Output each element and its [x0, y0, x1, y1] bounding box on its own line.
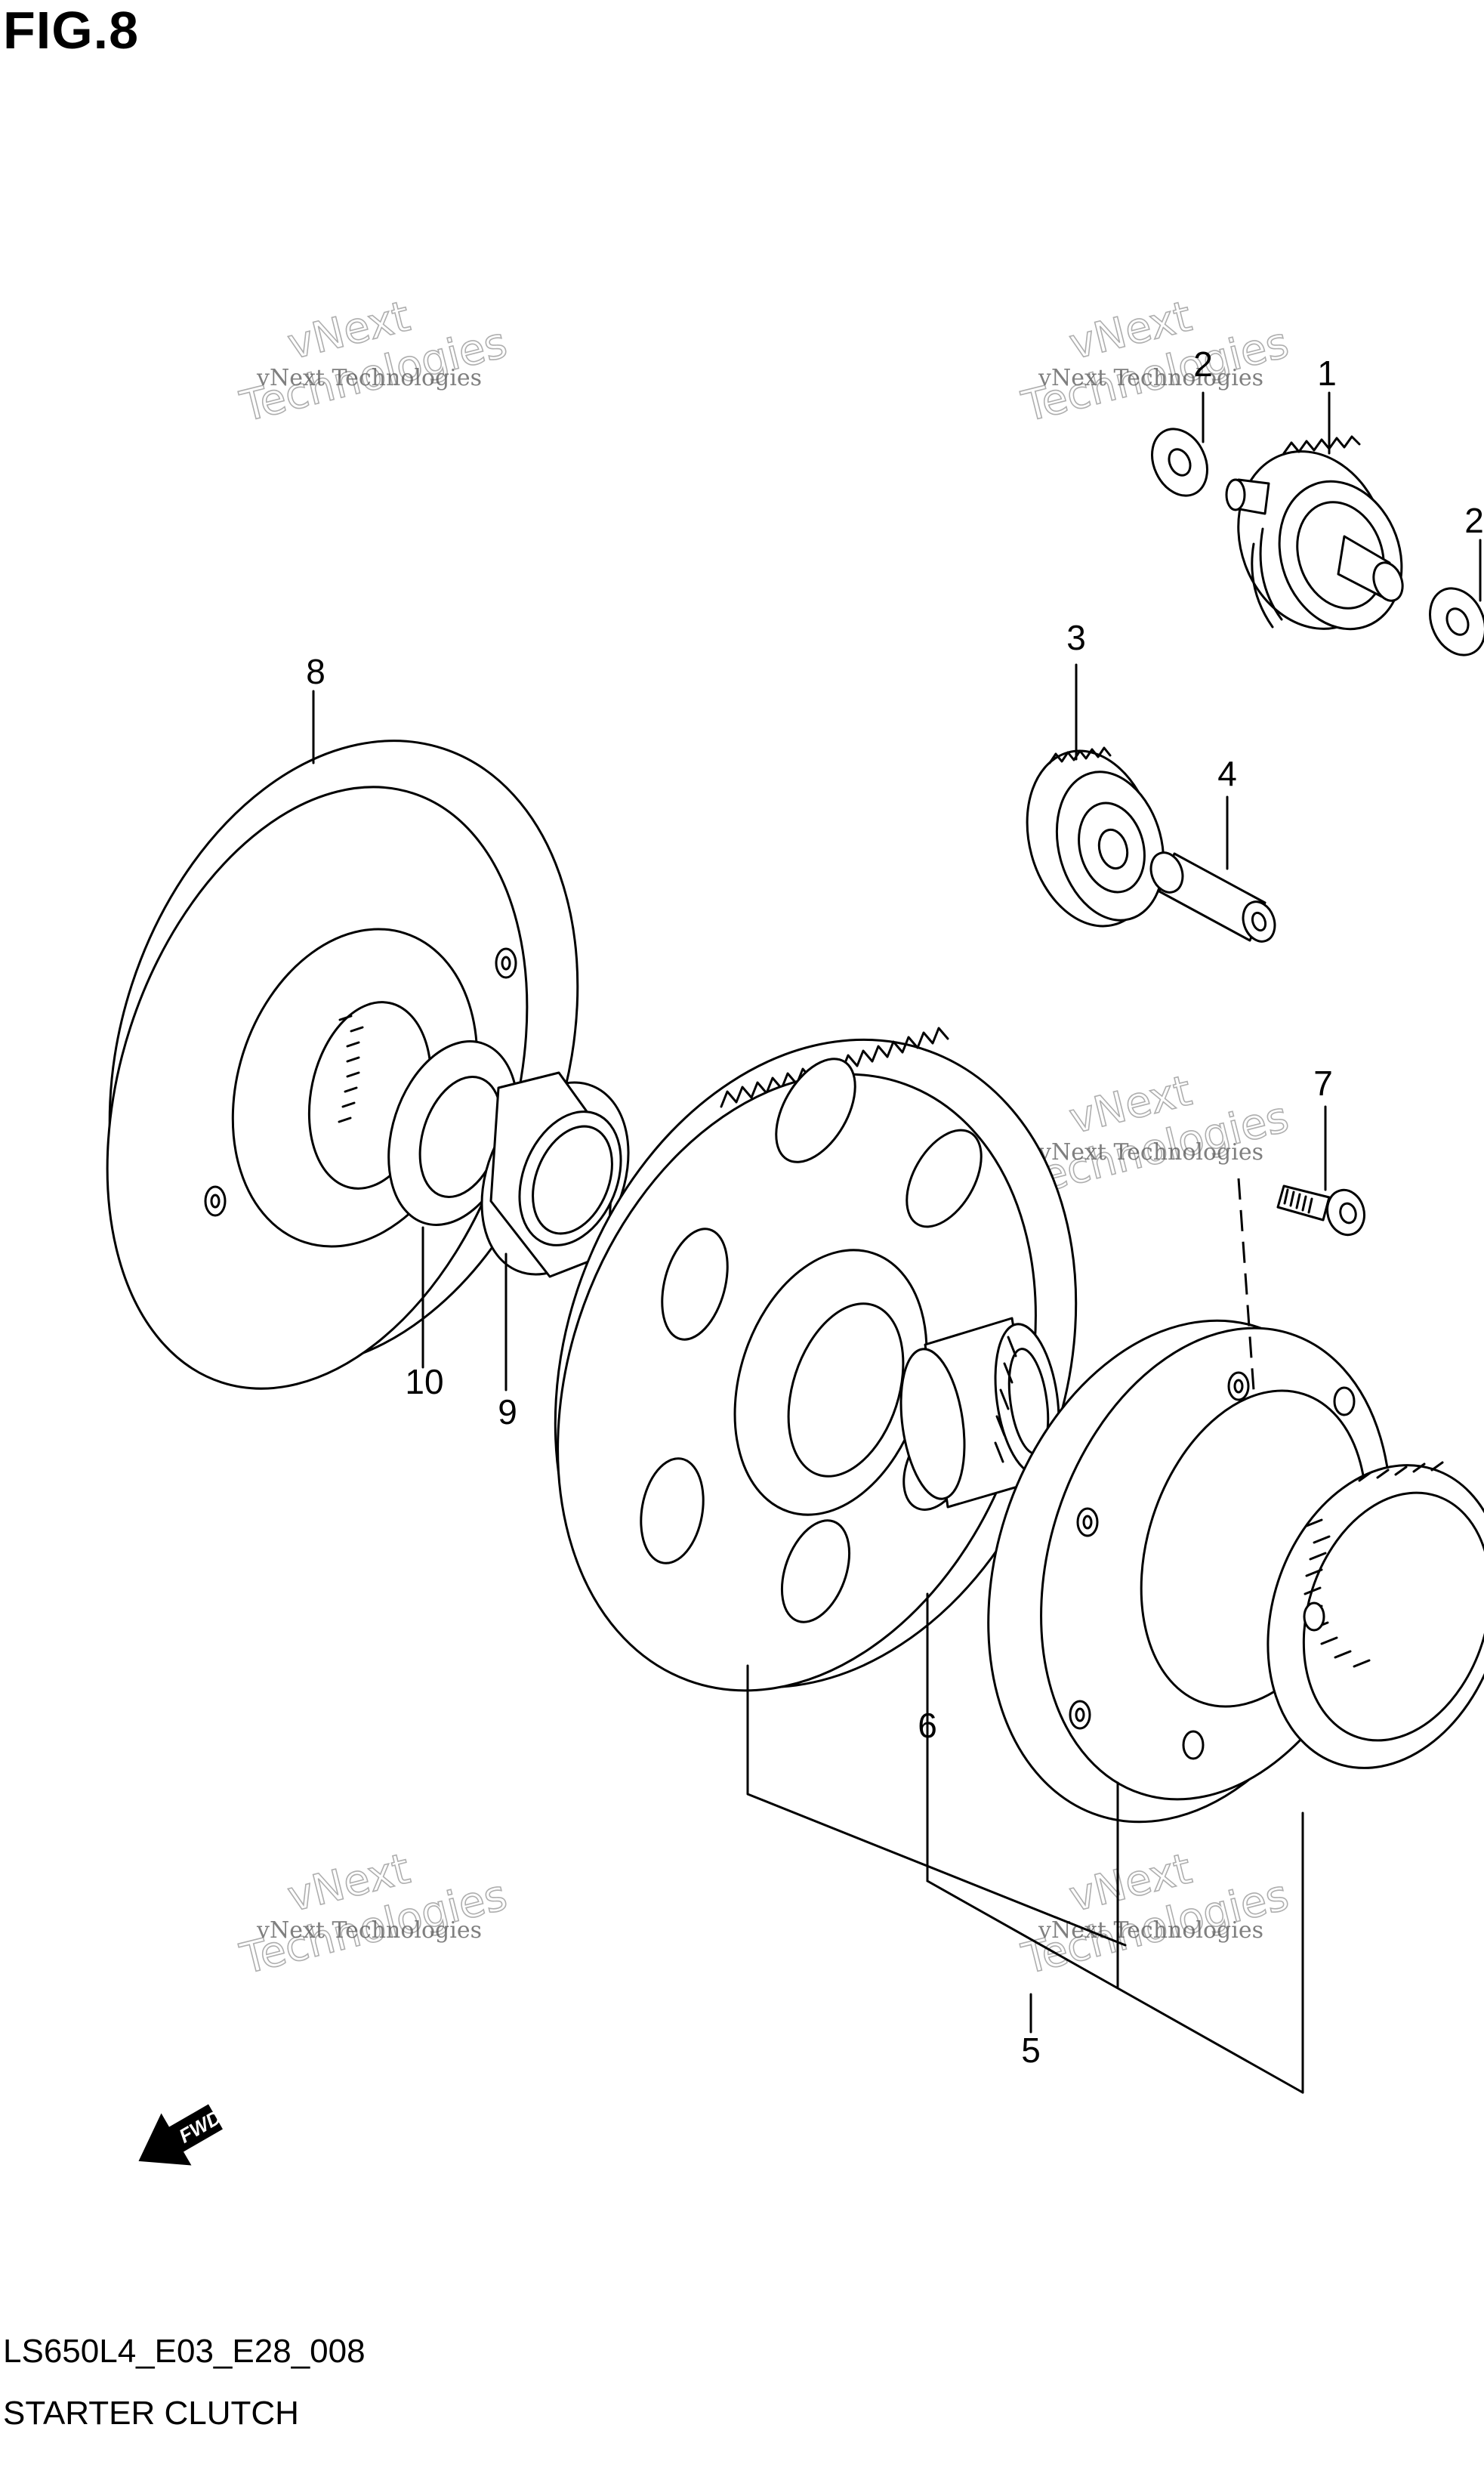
svg-text:vNext Technologies: vNext Technologies	[256, 1917, 482, 1944]
bolt-alignment-dashed-line	[1237, 1178, 1255, 1391]
callout-3: 3	[1066, 618, 1086, 657]
fwd-direction-arrow-icon: FWD	[138, 2104, 225, 2166]
svg-text:vNext Technologies: vNext Technologies	[1038, 1917, 1263, 1944]
callout-2-left: 2	[1193, 344, 1213, 384]
callout-9: 9	[498, 1392, 517, 1432]
callout-6: 6	[918, 1706, 937, 1745]
drawing-code: LS650L4_E03_E28_008	[3, 2333, 366, 2370]
callout-4: 4	[1217, 754, 1237, 793]
part-8-rotor	[106, 740, 579, 1390]
part-6-starter-driven-gear	[554, 1027, 1078, 1692]
part-1-starter-idle-gear-shaft	[1225, 435, 1404, 631]
watermark-bottom-left: vNext Technologies vNext Technologies	[235, 1844, 512, 1985]
watermark-top-right: vNext Technologies vNext Technologies	[1017, 292, 1294, 433]
callout-8: 8	[306, 652, 325, 691]
callout-10: 10	[405, 1362, 443, 1401]
part-3-idle-gear	[1026, 746, 1165, 928]
assembly-name: STARTER CLUTCH	[3, 2395, 299, 2432]
part-2-washer-right	[1429, 587, 1484, 656]
callout-2-right: 2	[1464, 501, 1484, 540]
svg-text:vNext Technologies: vNext Technologies	[256, 365, 482, 391]
part-2-washer-left	[1151, 428, 1208, 497]
svg-text:vNext Technologies: vNext Technologies	[1038, 1139, 1263, 1166]
part-9-nut	[480, 1071, 630, 1278]
part-5-starter-clutch-assembly	[987, 1319, 1484, 1824]
part-4-shaft	[1149, 851, 1276, 943]
watermark-top-left: vNext Technologies vNext Technologies	[235, 292, 512, 433]
part-7-bolt	[1276, 1184, 1365, 1237]
watermark-bottom-right: vNext Technologies vNext Technologies	[1017, 1844, 1294, 1985]
leader-lines	[312, 391, 1482, 2094]
callout-1: 1	[1317, 354, 1337, 393]
callout-7: 7	[1313, 1064, 1333, 1103]
figure-title: FIG.8	[3, 1, 140, 60]
callout-5: 5	[1021, 2031, 1041, 2070]
svg-text:vNext Technologies: vNext Technologies	[1038, 365, 1263, 391]
